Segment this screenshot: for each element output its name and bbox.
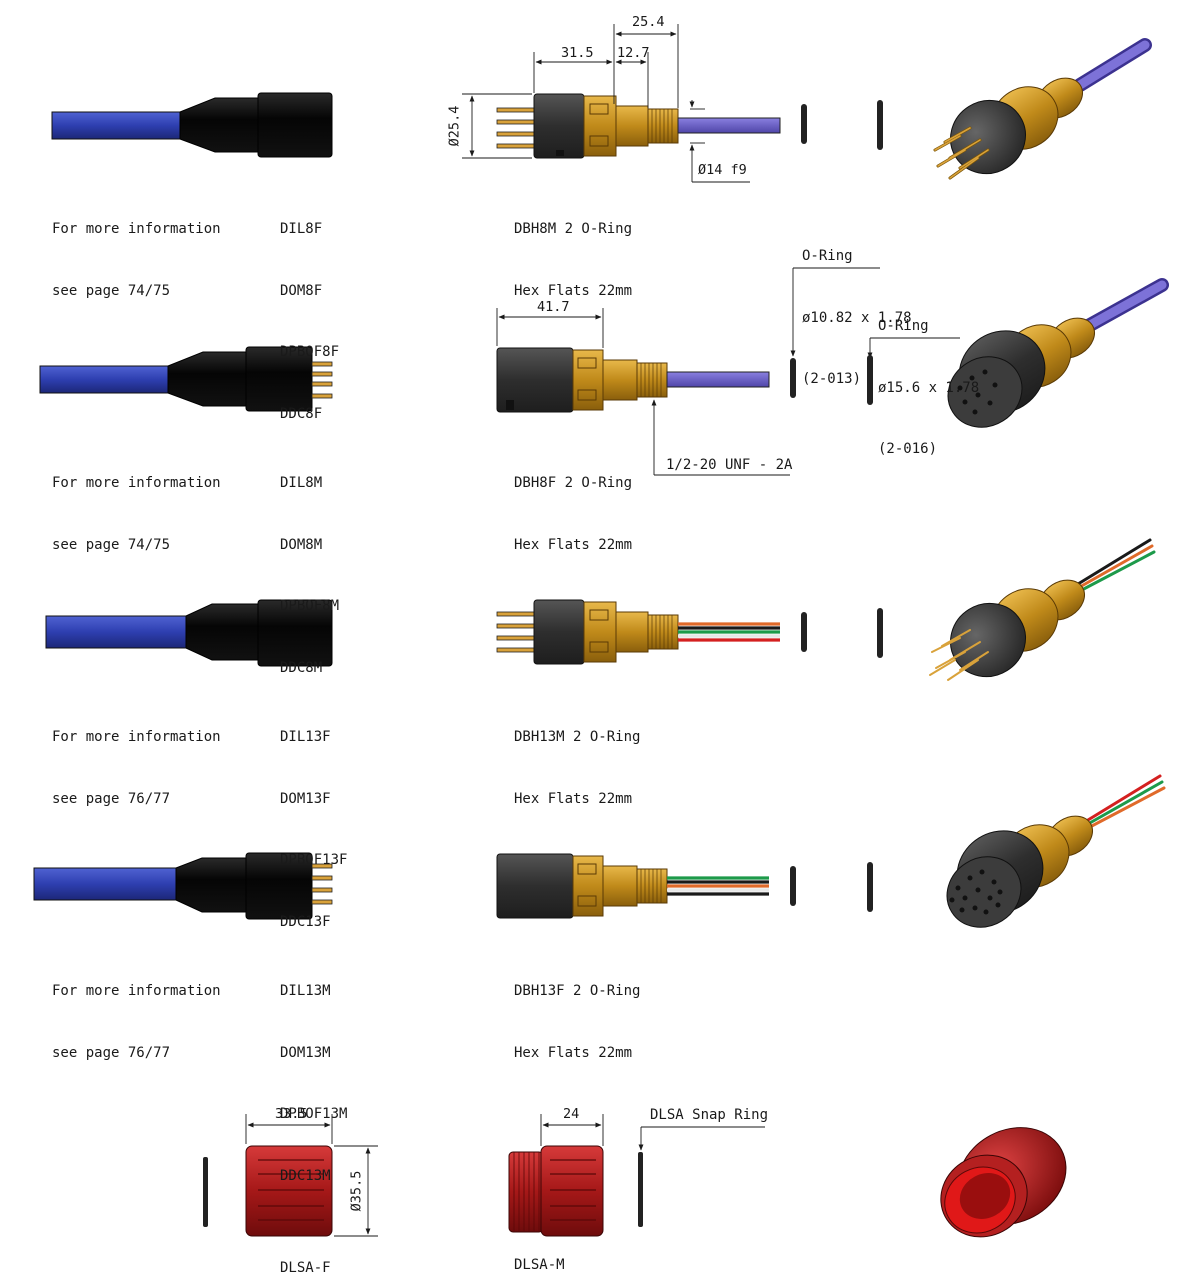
sleeve-dlsa-f	[245, 1145, 333, 1237]
model-list-r1: DIL8F DOM8F DPBOF8F DDC8F	[280, 178, 339, 445]
model-code: DIL13F	[280, 729, 331, 745]
callout-line: O-Ring	[802, 248, 853, 264]
model-code: DOM8M	[280, 536, 323, 553]
bulkhead-name: DBH8F 2 O-Ring	[514, 475, 633, 491]
sleeve-m-label: DLSA-M	[514, 1257, 565, 1273]
bulkhead-label-r4: DBH13F 2 O-Ring Hex Flats 22mm	[514, 940, 640, 1084]
sleeve-dlsa-m	[508, 1145, 604, 1237]
o-ring-small-r1	[801, 104, 807, 144]
model-code: DDC13M	[280, 1167, 331, 1184]
snap-ring-callout: DLSA Snap Ring	[650, 1107, 769, 1123]
o-ring-large-r1	[877, 100, 883, 150]
callout-line: (2-016)	[878, 441, 938, 457]
model-code: DOM13M	[280, 1044, 331, 1061]
model-code: DDC8F	[280, 405, 323, 422]
dim-body-r2: 41.7	[537, 299, 570, 315]
info-note-r1: For more information see page 74/75	[52, 178, 221, 322]
model-code: DOM13F	[280, 790, 331, 807]
cable-connector-dil13m	[33, 852, 333, 920]
model-code: DDC8M	[280, 659, 323, 676]
iso-view-dbh13f	[946, 774, 1166, 928]
cable-connector-dil8f	[51, 92, 333, 158]
hex-flats: Hex Flats 22mm	[514, 1044, 633, 1061]
o-ring-small-callout: O-Ring ø10.82 x 1.78 (2-013)	[802, 205, 912, 410]
info-note-r4: For more information see page 76/77	[52, 940, 221, 1084]
hex-flats: Hex Flats 22mm	[514, 790, 633, 807]
info-note-r2: For more information see page 74/75	[52, 432, 221, 576]
model-code: DIL8M	[280, 475, 323, 491]
model-list-r3: DIL13F DOM13F DPBOF13F DDC13F	[280, 686, 347, 953]
model-code: DDC13F	[280, 913, 331, 930]
info-line: see page 76/77	[52, 790, 171, 807]
bulkhead-name: DBH8M 2 O-Ring	[514, 221, 633, 237]
bulkhead-label-r3: DBH13M 2 O-Ring Hex Flats 22mm	[514, 686, 640, 830]
model-code: DPBOF8F	[280, 344, 340, 360]
callout-line: ø15.6 x 1.78	[878, 379, 980, 396]
dims-row5	[245, 1114, 765, 1237]
cable-connector-dil8m	[39, 346, 333, 412]
model-code: DIL13M	[280, 983, 331, 999]
dim-sleeve-m-width: 24	[563, 1106, 580, 1122]
dim-sleeve-f-dia: Ø35.5	[348, 1170, 365, 1212]
hex-flats: Hex Flats 22mm	[514, 282, 633, 299]
bulkhead-dbh13m	[496, 599, 780, 665]
snap-ring-m	[638, 1152, 643, 1227]
bulkhead-label-r1: DBH8M 2 O-Ring Hex Flats 22mm	[514, 178, 632, 322]
o-ring-small-r3	[801, 612, 807, 652]
bulkhead-dbh8m	[496, 93, 781, 159]
info-note-r3: For more information see page 76/77	[52, 686, 221, 830]
dims-row2	[496, 267, 960, 476]
o-ring-large-r2	[867, 355, 873, 405]
dims-row1	[462, 24, 750, 183]
thread-callout: 1/2-20 UNF - 2A	[666, 457, 793, 473]
sleeve-f-label: DLSA-F	[280, 1260, 331, 1276]
iso-view-dlsa	[940, 1127, 1067, 1238]
o-ring-small-r4	[790, 866, 796, 906]
model-list-r4: DIL13M DOM13M DPBOF13M DDC13M	[280, 940, 347, 1207]
bulkhead-dbh13f	[496, 853, 769, 919]
callout-line: (2-013)	[802, 371, 862, 387]
model-code: DOM8F	[280, 282, 323, 299]
info-line: see page 74/75	[52, 536, 171, 553]
info-line: see page 74/75	[52, 282, 171, 299]
dim-overall: 25.4	[632, 14, 665, 30]
bulkhead-name: DBH13F 2 O-Ring	[514, 983, 641, 999]
bulkhead-name: DBH13M 2 O-Ring	[514, 729, 641, 745]
iso-view-dbh13m	[929, 538, 1156, 681]
model-code: DIL8F	[280, 221, 323, 237]
model-code: DPBOF8M	[280, 598, 340, 614]
snap-ring-f	[203, 1157, 208, 1227]
o-ring-large-r3	[877, 608, 883, 658]
info-line: For more information	[52, 729, 221, 745]
callout-line: ø10.82 x 1.78	[802, 309, 912, 326]
info-line: For more information	[52, 983, 221, 999]
model-code: DPBOF13F	[280, 852, 348, 868]
model-code: DPBOF13M	[280, 1106, 348, 1122]
dim-thread-dia: Ø14 f9	[698, 162, 747, 178]
dim-diameter: Ø25.4	[446, 105, 463, 147]
dim-sleeve-f-width: 33.5	[275, 1106, 308, 1122]
info-line: For more information	[52, 475, 221, 491]
bulkhead-label-r2: DBH8F 2 O-Ring Hex Flats 22mm	[514, 432, 632, 576]
iso-view-dbh8m	[933, 38, 1152, 180]
iso-view-dbh8f	[947, 278, 1169, 428]
info-line: see page 76/77	[52, 1044, 171, 1061]
dim-hex: 12.7	[617, 45, 650, 61]
o-ring-large-callout: O-Ring ø15.6 x 1.78 (2-016)	[878, 275, 979, 480]
o-ring-small-r2	[790, 358, 796, 398]
bulkhead-dbh8f	[496, 347, 770, 413]
hex-flats: Hex Flats 22mm	[514, 536, 633, 553]
dim-body: 31.5	[561, 45, 594, 61]
o-ring-large-r4	[867, 862, 873, 912]
callout-line: O-Ring	[878, 318, 929, 334]
cable-connector-dil13f	[45, 599, 333, 667]
model-list-r2: DIL8M DOM8M DPBOF8M DDC8M	[280, 432, 339, 699]
info-line: For more information	[52, 221, 221, 237]
